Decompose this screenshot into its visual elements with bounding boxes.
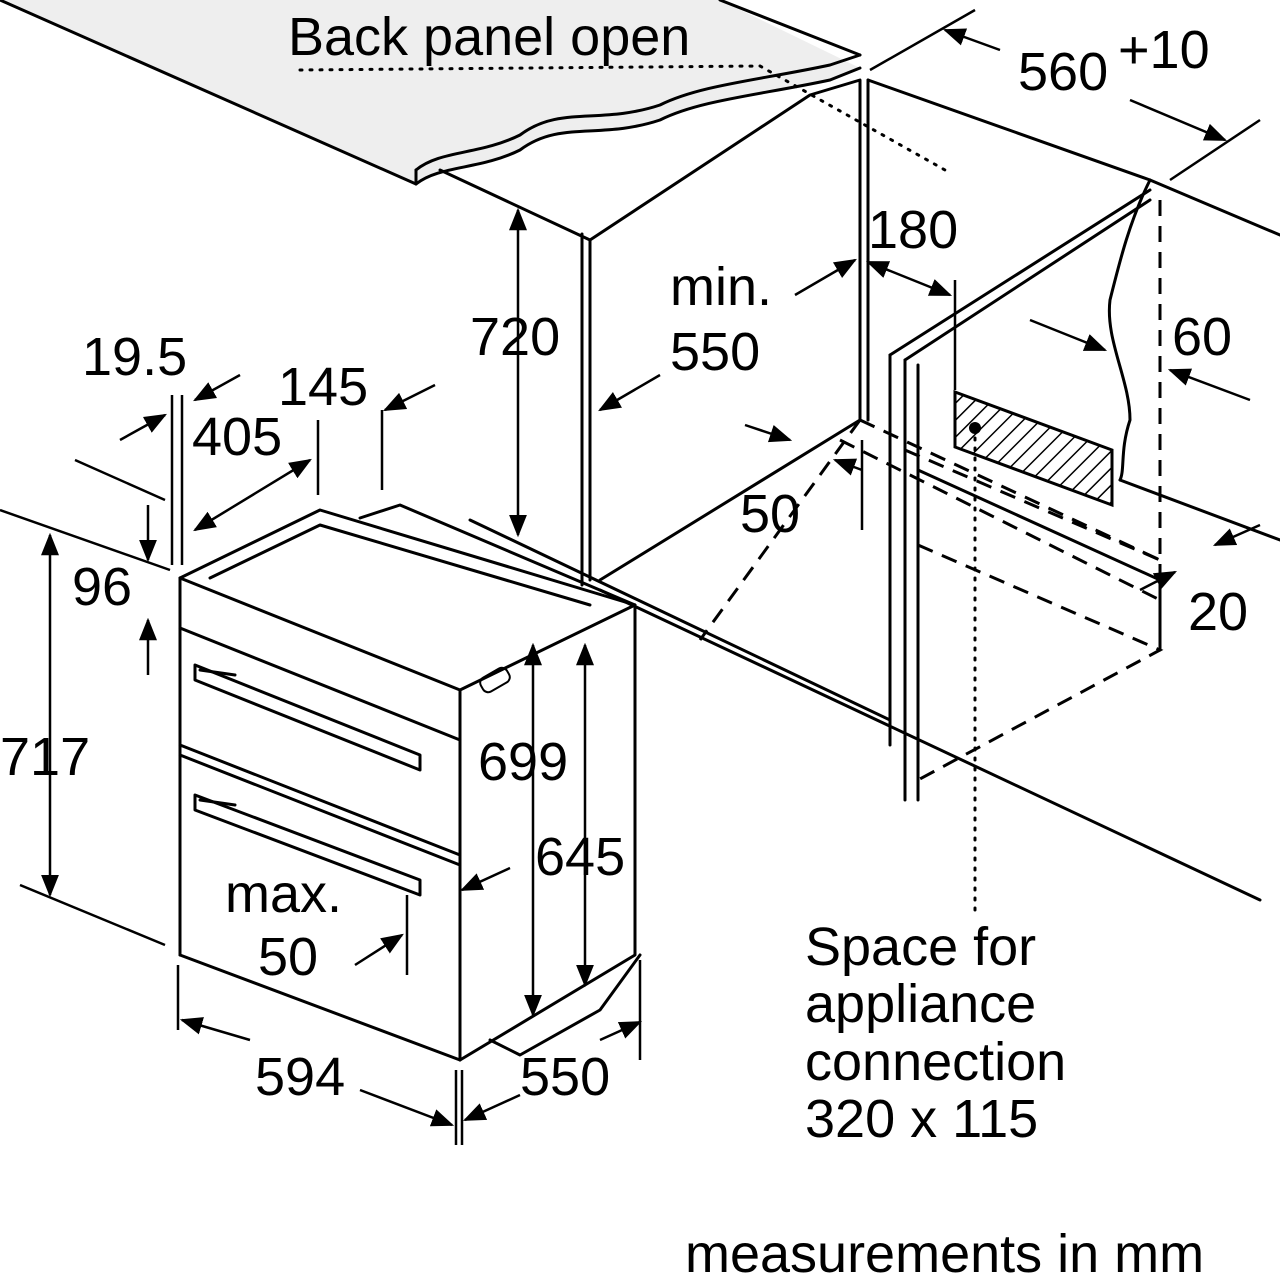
min-depth-label-2: 550 — [670, 322, 760, 382]
front-96-label: 96 — [72, 557, 132, 617]
units-label: measurements in mm — [685, 1224, 1204, 1280]
connection-label-1: Space for — [805, 917, 1036, 977]
height-717-label: 717 — [0, 727, 90, 787]
gap-50-label: 50 — [740, 484, 800, 544]
gap-20-label: 20 — [1188, 582, 1248, 642]
top-405-label: 405 — [192, 407, 282, 467]
side-panel — [888, 178, 1280, 802]
height-645-label: 645 — [535, 827, 625, 887]
oven-body — [178, 503, 642, 1062]
oven-handle-bottom — [193, 793, 422, 897]
oven-handle-top — [193, 663, 422, 772]
width-594-label: 594 — [255, 1047, 345, 1107]
connection-label-3: connection — [805, 1032, 1066, 1092]
top-145-label: 145 — [278, 357, 368, 417]
connection-label-2: appliance — [805, 974, 1036, 1034]
niche-tolerance-label: +10 — [1118, 20, 1210, 80]
niche-width-label: 560 — [1018, 42, 1108, 102]
connection-label-4: 320 x 115 — [805, 1089, 1038, 1149]
door-max-label-1: max. — [225, 864, 342, 924]
connection-box — [953, 389, 1114, 912]
door-max-label-2: 50 — [258, 927, 318, 987]
back-panel-label: Back panel open — [288, 7, 690, 67]
top-19-5-label: 19.5 — [82, 327, 187, 387]
min-depth-label-1: min. — [670, 257, 772, 317]
countertop — [0, 0, 862, 186]
gap-60-label: 60 — [1172, 307, 1232, 367]
niche-height-label: 720 — [470, 307, 560, 367]
back-panel-leader — [298, 64, 947, 172]
dimension-lines — [0, 8, 1261, 1145]
gap-180-label: 180 — [868, 200, 958, 260]
niche-cabinet — [438, 78, 1262, 902]
depth-550-label: 550 — [520, 1047, 610, 1107]
height-699-label: 699 — [478, 732, 568, 792]
